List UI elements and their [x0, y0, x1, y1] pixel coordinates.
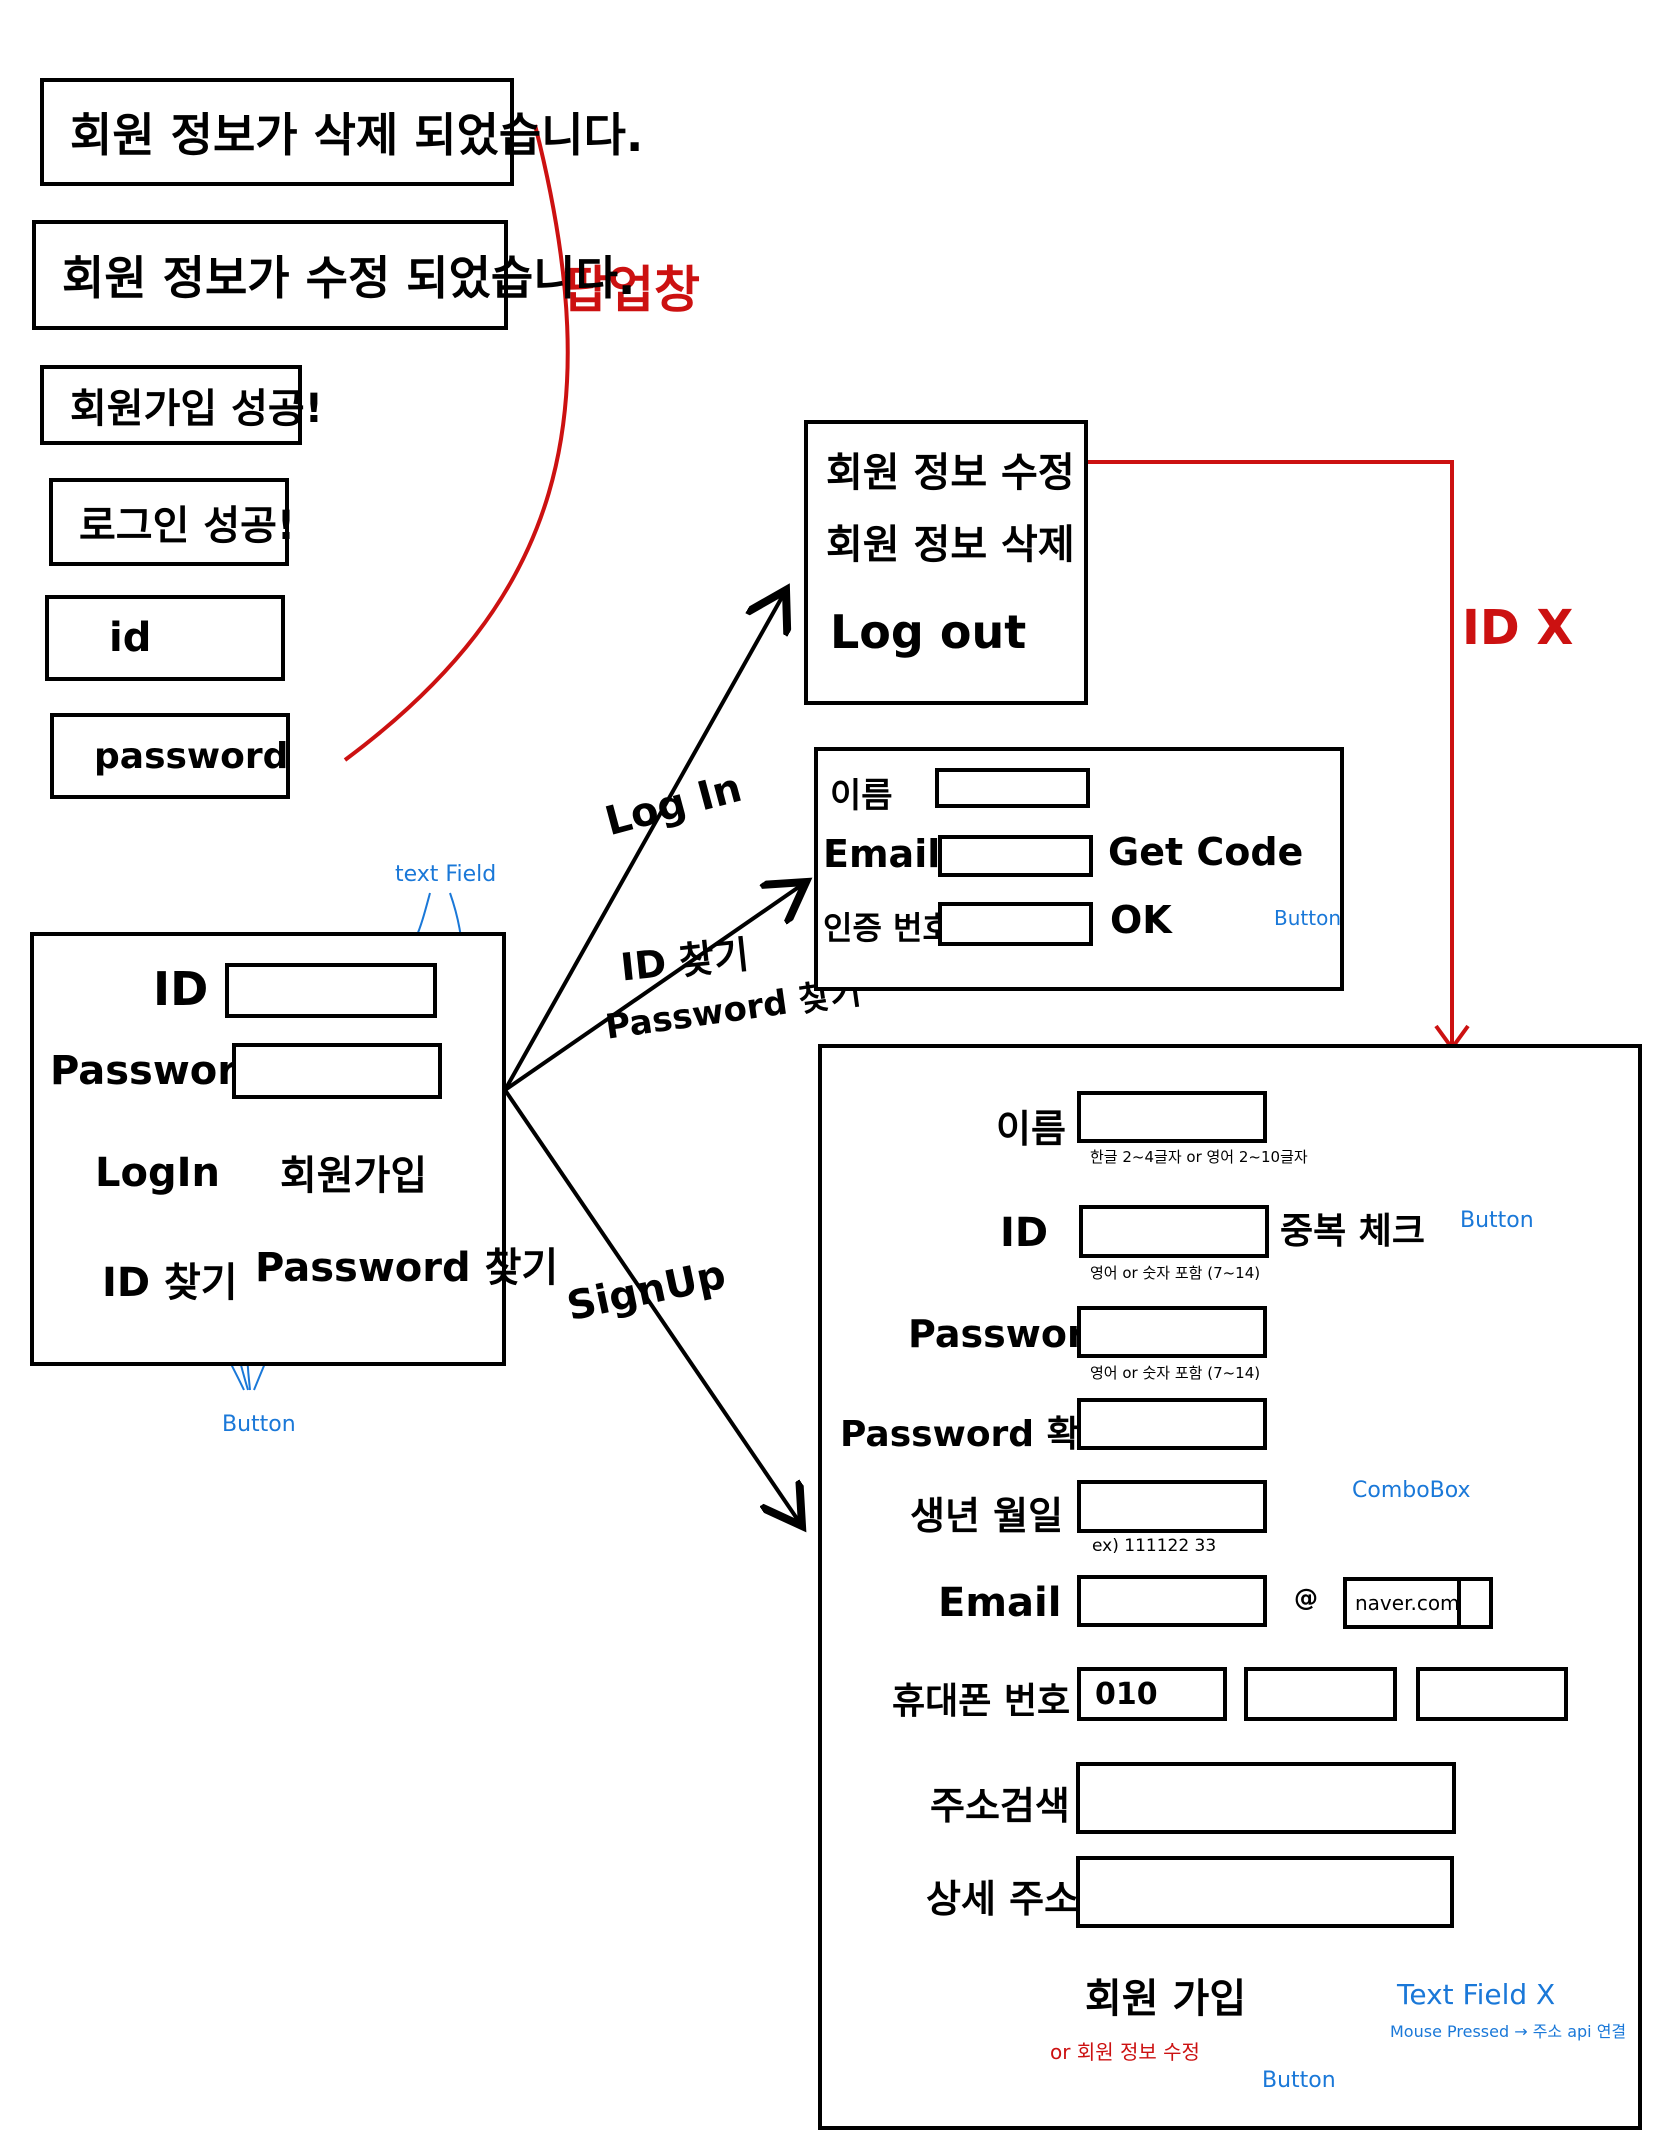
find-button-annotation: Button	[1274, 906, 1341, 930]
signup-password-field[interactable]	[1077, 1306, 1267, 1358]
signup-submit-annotation: Button	[1262, 2068, 1336, 2093]
login-button-annotation: Button	[222, 1412, 296, 1437]
popup-login-success: 로그인 성공!	[49, 478, 295, 566]
popup-bracket-curve	[343, 124, 570, 762]
signup-id-label: ID	[1000, 1210, 1049, 1256]
signup-phone-label: 휴대폰 번호	[892, 1681, 1071, 1722]
popup-login-success-text: 로그인 성공!	[79, 503, 296, 549]
login-arrow	[503, 590, 786, 1091]
popup-group-label: 팝업창	[562, 261, 700, 319]
phone-prefix: 010	[1095, 1676, 1158, 1712]
address-search-field[interactable]	[1076, 1762, 1456, 1834]
signup-birth-hint: ex) 111122 33	[1092, 1536, 1217, 1556]
signup-name-field[interactable]	[1077, 1091, 1267, 1143]
menu-edit-info[interactable]: 회원 정보 수정	[826, 450, 1075, 496]
find-code-field[interactable]	[938, 902, 1093, 946]
popup-deleted-text: 회원 정보가 삭제 되었습니다.	[70, 108, 644, 162]
phone-field-1[interactable]: 010	[1077, 1667, 1227, 1721]
find-code-label: 인증 번호	[823, 909, 952, 947]
login-button[interactable]: LogIn	[95, 1150, 220, 1196]
signup-submit-alt: or 회원 정보 수정	[1050, 2040, 1200, 2064]
signup-id-field[interactable]	[1079, 1205, 1269, 1258]
login-id-field[interactable]	[225, 963, 437, 1018]
find-arrow	[503, 882, 806, 1092]
popup-id-text: id	[109, 615, 152, 661]
find-password-button[interactable]: Password 찾기	[255, 1245, 559, 1291]
email-domain-combobox[interactable]: naver.com	[1343, 1577, 1493, 1629]
signup-submit-button[interactable]: 회원 가입	[1085, 1976, 1247, 2022]
popup-updated: 회원 정보가 수정 되었습니다.	[32, 220, 635, 330]
signup-address-search-label: 주소검색	[930, 1784, 1070, 1828]
find-name-field[interactable]	[935, 768, 1090, 808]
phone-field-2[interactable]	[1244, 1667, 1397, 1721]
dup-check-button[interactable]: 중복 체크	[1280, 1211, 1426, 1252]
signup-birth-label: 생년 월일	[910, 1494, 1064, 1538]
signup-password-confirm-label: Password 확인	[840, 1414, 1113, 1455]
popup-id: id	[45, 595, 285, 681]
textfield-x-note: Mouse Pressed → 주소 api 연결	[1390, 2022, 1627, 2041]
email-domain-value: naver.com	[1355, 1591, 1460, 1615]
at-symbol: @	[1294, 1584, 1318, 1612]
combobox-annotation: ComboBox	[1352, 1478, 1471, 1503]
signup-id-hint: 영어 or 숫자 포함 (7~14)	[1090, 1264, 1261, 1282]
find-name-label: 이름	[830, 776, 893, 816]
dup-check-annotation: Button	[1460, 1208, 1534, 1233]
find-id-button[interactable]: ID 찾기	[102, 1260, 238, 1306]
login-password-field[interactable]	[232, 1043, 442, 1099]
popup-signup-success: 회원가입 성공!	[40, 365, 323, 445]
ok-button[interactable]: OK	[1110, 898, 1172, 942]
popup-password: password	[50, 713, 290, 799]
combobox-divider	[1457, 1581, 1461, 1625]
edit-info-arrow	[1050, 460, 1454, 1046]
find-email-field[interactable]	[938, 835, 1093, 877]
signup-email-field[interactable]	[1077, 1575, 1267, 1627]
signup-arrow	[503, 1088, 802, 1526]
login-textfield-annotation: text Field	[395, 862, 497, 887]
login-password-label: Password	[50, 1048, 266, 1094]
flow-idx-label: ID X	[1462, 600, 1574, 656]
popup-deleted: 회원 정보가 삭제 되었습니다.	[40, 78, 643, 186]
popup-password-text: password	[94, 735, 289, 777]
signup-button[interactable]: 회원가입	[280, 1153, 428, 1199]
signup-password-hint: 영어 or 숫자 포함 (7~14)	[1090, 1364, 1261, 1382]
menu-delete-info[interactable]: 회원 정보 삭제	[826, 522, 1075, 568]
login-id-label: ID	[153, 962, 209, 1016]
find-email-label: Email	[823, 832, 941, 876]
get-code-button[interactable]: Get Code	[1108, 830, 1304, 874]
signup-name-label: 이름	[996, 1107, 1066, 1151]
signup-address-detail-label: 상세 주소	[926, 1877, 1080, 1921]
address-detail-field[interactable]	[1076, 1856, 1454, 1928]
signup-password-confirm-field[interactable]	[1077, 1398, 1267, 1450]
popup-signup-success-text: 회원가입 성공!	[70, 386, 323, 432]
textfield-x-annotation: Text Field X	[1397, 1978, 1556, 2011]
signup-name-hint: 한글 2~4글자 or 영어 2~10글자	[1090, 1148, 1308, 1166]
phone-field-3[interactable]	[1416, 1667, 1568, 1721]
signup-email-label: Email	[938, 1580, 1062, 1626]
signup-birth-field[interactable]	[1077, 1480, 1267, 1533]
user-menu	[804, 420, 1088, 705]
popup-updated-text: 회원 정보가 수정 되었습니다.	[62, 251, 636, 305]
menu-logout[interactable]: Log out	[830, 605, 1027, 659]
